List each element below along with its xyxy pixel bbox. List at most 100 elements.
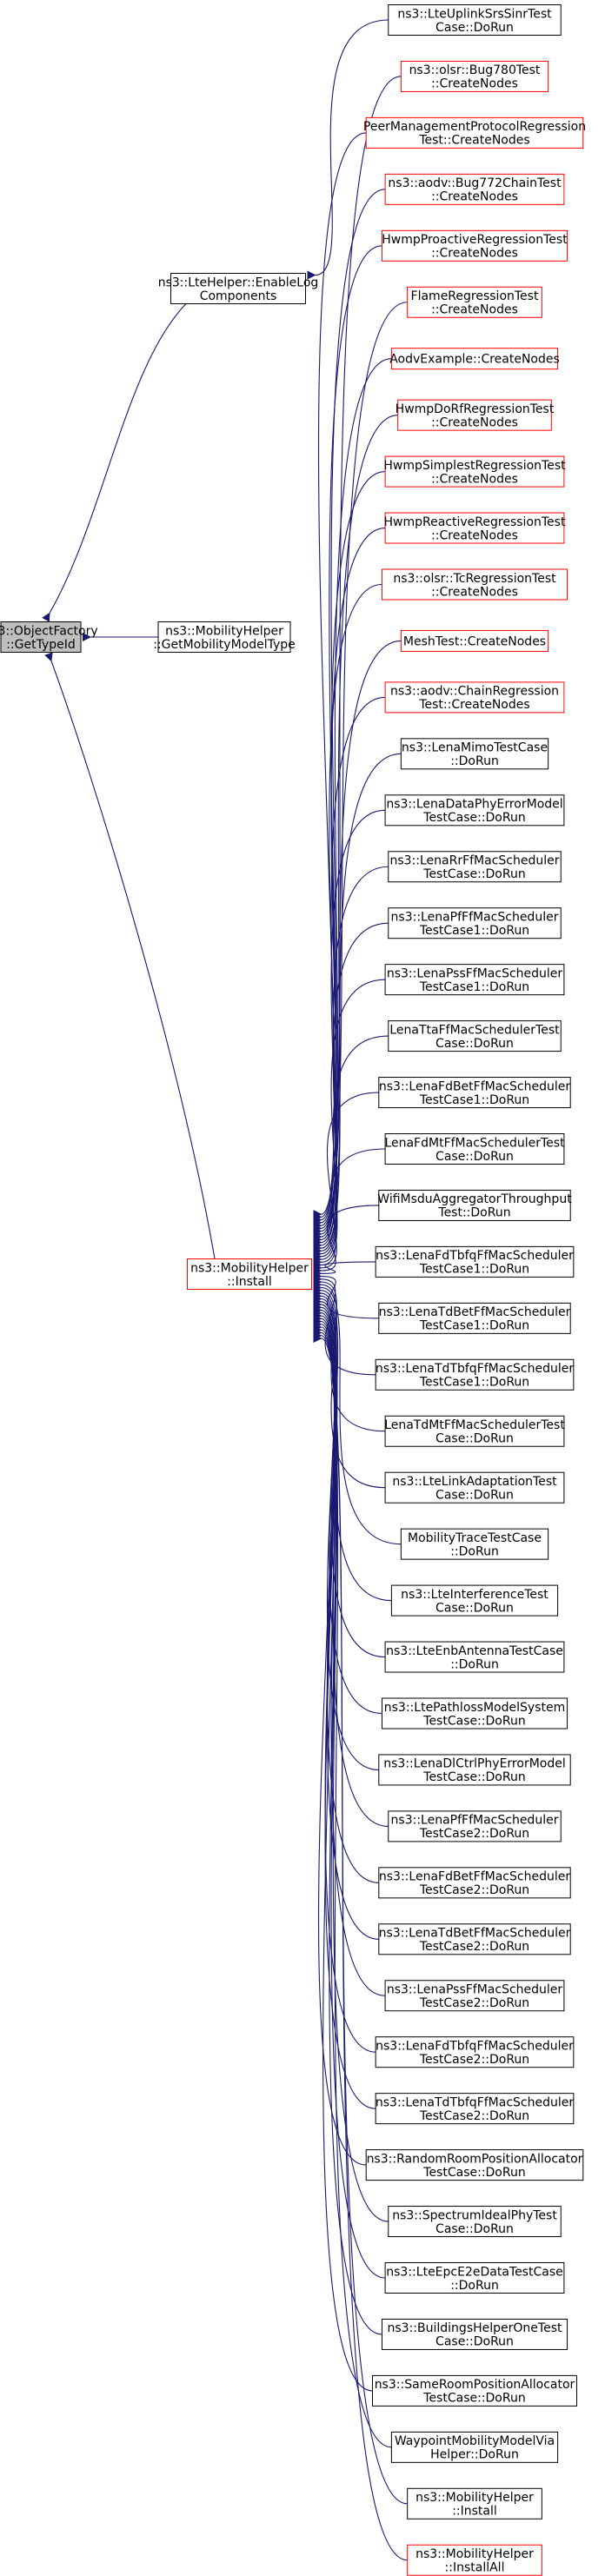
node-mobility-install[interactable]: ns3::MobilityHelper::Install	[187, 1258, 312, 1290]
node-box	[384, 455, 565, 488]
node-label-line: ns3::LteEnbAntennaTestCase	[386, 1644, 563, 1658]
node-label-line: TestCase2::DoRun	[419, 2109, 529, 2123]
caller-node-ns3-lenafdbetffmacscheduler-testcase1-dorun[interactable]: ns3::LenaFdBetFfMacSchedulerTestCase1::D…	[378, 1077, 571, 1109]
node-box	[375, 2036, 575, 2068]
node-label-line: ::CreateNodes	[431, 247, 518, 261]
caller-node-ns3-sameroompositionallocator-testcase-dorun[interactable]: ns3::SameRoomPositionAllocatorTestCase::…	[372, 2374, 577, 2407]
caller-node-ns3-lenadataphyerrormodel-testcase-dorun[interactable]: ns3::LenaDataPhyErrorModelTestCase::DoRu…	[384, 794, 565, 827]
graph-nodes: ns3::ObjectFactory::GetTypeId ns3::LteHel…	[0, 4, 586, 2576]
caller-node-ns3-aodv-chainregression-test-createnodes[interactable]: ns3::aodv::ChainRegressionTest::CreateNo…	[384, 681, 565, 714]
node-label-line: ns3::LenaPfFfMacScheduler	[391, 910, 559, 924]
edge-ns3-mobilityhelper-installall-to-mobility-install	[313, 1333, 408, 2561]
caller-node-ns3-lenatdbetffmacscheduler-testcase2-dorun[interactable]: ns3::LenaTdBetFfMacSchedulerTestCase2::D…	[378, 1923, 571, 1955]
node-box	[388, 1020, 562, 1052]
node-label-line: ::DoRun	[450, 1657, 499, 1671]
node-label-line: TestCase2::DoRun	[419, 1940, 529, 1954]
caller-node-ns3-lteenbantennatestcase-dorun[interactable]: ns3::LteEnbAntennaTestCase::DoRun	[384, 1641, 565, 1673]
edge-mobilitytracetestcase-dorun-to-mobility-install	[313, 1283, 402, 1545]
caller-node-meshtest-createnodes[interactable]: MeshTest::CreateNodes	[400, 629, 549, 652]
node-label-line: ns3::MobilityHelper	[416, 2547, 534, 2561]
node-label-line: TestCase1::DoRun	[419, 980, 529, 994]
caller-node-ns3-lenapfffmacscheduler-testcase1-dorun[interactable]: ns3::LenaPfFfMacSchedulerTestCase1::DoRu…	[388, 907, 562, 939]
node-label-line: Test::CreateNodes	[418, 134, 529, 148]
node-label-line: ns3::MobilityHelper	[416, 2491, 534, 2505]
caller-node-flameregressiontest-createnodes[interactable]: FlameRegressionTest::CreateNodes	[407, 286, 542, 318]
node-label-line: ns3::LteInterferenceTest	[401, 1588, 548, 1602]
node-box	[384, 1980, 565, 2012]
node-label-line: TestCase::DoRun	[422, 1714, 525, 1728]
node-box	[388, 2206, 562, 2238]
caller-node-ns3-lenapssffmacscheduler-testcase2-dorun[interactable]: ns3::LenaPssFfMacSchedulerTestCase2::DoR…	[384, 1980, 565, 2012]
node-label-line: ::DoRun	[450, 1544, 499, 1558]
caller-node-ns3-lenatdtbfqffmacscheduler-testcase1-dorun[interactable]: ns3::LenaTdTbfqFfMacSchedulerTestCase1::…	[375, 1358, 574, 1391]
caller-node-mobilitytracetestcase-dorun[interactable]: MobilityTraceTestCase::DoRun	[400, 1528, 549, 1560]
node-label-line: TestCase1::DoRun	[419, 1263, 529, 1277]
node-label-line: ns3::LenaFdBetFfMacScheduler	[379, 1870, 570, 1884]
caller-node-hwmpproactiveregressiontest-createnodes[interactable]: HwmpProactiveRegressionTest::CreateNodes	[381, 229, 568, 262]
caller-node-ns3-lenapfffmacscheduler-testcase2-dorun[interactable]: ns3::LenaPfFfMacSchedulerTestCase2::DoRu…	[388, 1810, 562, 1842]
caller-node-ns3-lenamimotestcase-dorun[interactable]: ns3::LenaMimoTestCase::DoRun	[400, 738, 549, 770]
caller-node-ns3-olsr-tcregressiontest-createnodes[interactable]: ns3::olsr::TcRegressionTest::CreateNodes	[381, 568, 568, 601]
caller-node-ns3-lenadlctrlphyerrormodel-testcase-dorun[interactable]: ns3::LenaDlCtrlPhyErrorModelTestCase::Do…	[378, 1754, 571, 1786]
node-label-line: Case::DoRun	[435, 1601, 514, 1615]
node-box	[384, 173, 565, 205]
node-label-line: ns3::LteHelper::EnableLog	[158, 276, 319, 289]
node-mobility-get-type[interactable]: ns3::MobilityHelper::GetMobilityModelTyp…	[153, 621, 296, 653]
node-label-line: ::Install	[452, 2505, 497, 2519]
caller-node-peermanagementprotocolregression-test-createnodes[interactable]: PeerManagementProtocolRegressionTest::Cr…	[363, 116, 586, 149]
node-box	[365, 116, 584, 149]
node-label-line: LenaFdMtFfMacSchedulerTest	[384, 1136, 565, 1150]
caller-node-ns3-mobilityhelper-installall[interactable]: ns3::MobilityHelper::InstallAll	[407, 2544, 542, 2576]
caller-node-ns3-lenafdtbfqffmacscheduler-testcase2-dorun[interactable]: ns3::LenaFdTbfqFfMacSchedulerTestCase2::…	[375, 2036, 575, 2068]
node-label-line: HwmpDoRfRegressionTest	[396, 402, 555, 416]
caller-node-hwmpdorfregressiontest-createnodes[interactable]: HwmpDoRfRegressionTest::CreateNodes	[396, 399, 555, 431]
node-box	[384, 2262, 565, 2294]
caller-node-ns3-lenapssffmacscheduler-testcase1-dorun[interactable]: ns3::LenaPssFfMacSchedulerTestCase1::DoR…	[384, 964, 565, 996]
node-box	[384, 794, 565, 827]
caller-node-ns3-lenafdbetffmacscheduler-testcase2-dorun[interactable]: ns3::LenaFdBetFfMacSchedulerTestCase2::D…	[378, 1867, 571, 1899]
root-node-object-factory-gettypeid[interactable]: ns3::ObjectFactory::GetTypeId	[0, 621, 98, 653]
node-label-line: Case::DoRun	[435, 1150, 514, 1164]
caller-node-ns3-ltepathlossmodelsystem-testcase-dorun[interactable]: ns3::LtePathlossModelSystemTestCase::DoR…	[381, 1697, 568, 1730]
caller-node-ns3-olsr-bug780test-createnodes[interactable]: ns3::olsr::Bug780Test::CreateNodes	[400, 60, 549, 92]
node-box	[381, 229, 568, 262]
caller-node-aodvexample-createnodes[interactable]: AodvExample::CreateNodes	[389, 348, 560, 370]
node-label-line: ns3::LteEpcE2eDataTestCase	[386, 2265, 562, 2279]
caller-node-ns3-aodv-bug772chaintest-createnodes[interactable]: ns3::aodv::Bug772ChainTest::CreateNodes	[384, 173, 565, 205]
caller-node-hwmpreactiveregressiontest-createnodes[interactable]: HwmpReactiveRegressionTest::CreateNodes	[384, 512, 566, 544]
caller-node-ns3-randomroompositionallocator-testcase-dorun[interactable]: ns3::RandomRoomPositionAllocatorTestCase…	[365, 2149, 584, 2181]
node-label-line: HwmpSimplestRegressionTest	[383, 459, 566, 473]
node-label-line: TestCase::DoRun	[422, 811, 525, 825]
edge-lenattaffmacschedulertest-case-dorun-to-mobility-install	[313, 1035, 389, 1267]
node-label-line: ::CreateNodes	[431, 303, 518, 317]
node-label-line: ns3::LenaTdTbfqFfMacScheduler	[376, 1362, 574, 1376]
node-label-line: ns3::olsr::Bug780Test	[409, 63, 541, 77]
edge-ns3-sameroompositionallocator-testcase-dorun-to-mobility-install	[313, 1325, 373, 2392]
edge-ns3-lenatdbetffmacscheduler-testcase1-dorun-to-mobility-install	[313, 1271, 379, 1319]
node-label-line: ns3::SpectrumIdealPhyTest	[392, 2208, 557, 2222]
node-label-line: WaypointMobilityModelVia	[395, 2434, 555, 2448]
node-box	[407, 286, 542, 318]
caller-node-hwmpsimplestregressiontest-createnodes[interactable]: HwmpSimplestRegressionTest::CreateNodes	[383, 455, 566, 488]
node-label-line: ns3::aodv::Bug772ChainTest	[388, 176, 562, 190]
caller-node-ns3-lenafdtbfqffmacscheduler-testcase1-dorun[interactable]: ns3::LenaFdTbfqFfMacSchedulerTestCase1::…	[375, 1245, 575, 1278]
caller-node-ns3-lenatdbetffmacscheduler-testcase1-dorun[interactable]: ns3::LenaTdBetFfMacSchedulerTestCase1::D…	[378, 1302, 571, 1334]
node-box	[388, 4, 562, 36]
caller-node-ns3-lteepce2edatatestcase-dorun[interactable]: ns3::LteEpcE2eDataTestCase::DoRun	[384, 2262, 565, 2294]
caller-node-ns3-lenatdtbfqffmacscheduler-testcase2-dorun[interactable]: ns3::LenaTdTbfqFfMacSchedulerTestCase2::…	[375, 2093, 574, 2125]
node-label-line: MeshTest::CreateNodes	[403, 634, 546, 648]
caller-node-ns3-mobilityhelper-install[interactable]: ns3::MobilityHelper::Install	[407, 2487, 542, 2520]
